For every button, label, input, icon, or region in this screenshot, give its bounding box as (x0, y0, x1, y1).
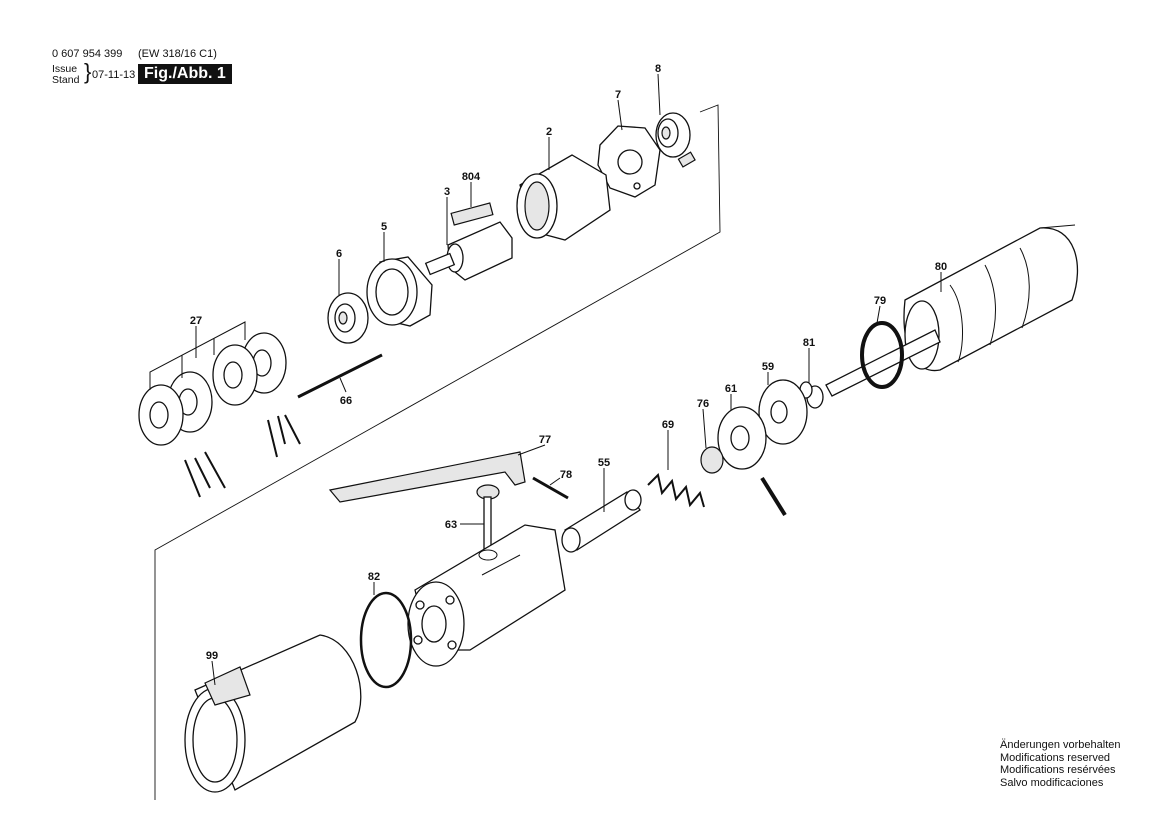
note-es: Salvo modificaciones (1000, 776, 1104, 789)
part-7-end-plate (597, 125, 661, 198)
part-61-disc (717, 406, 787, 517)
label-part-61: 61 (725, 383, 737, 395)
label-part-69: 69 (662, 419, 674, 431)
part-3-rotor (424, 221, 513, 281)
modification-notes: Änderungen vorbehalten Modifications res… (1000, 739, 1120, 789)
label-part-79: 79 (874, 295, 886, 307)
note-fr: Modifications resérvées (1000, 764, 1116, 776)
part-81-clamp (799, 381, 824, 409)
label-part-2: 2 (546, 126, 552, 138)
issue-date: 07-11-13 (92, 69, 136, 81)
note-en: Modifications reserved (1000, 751, 1111, 764)
document-number: 0 607 954 399 (52, 48, 123, 60)
part-99-outer-sleeve (184, 634, 362, 793)
label-part-804: 804 (462, 171, 481, 183)
part-76-valve (700, 446, 724, 474)
part-63-valve-stem (476, 484, 500, 553)
label-part-76: 76 (697, 398, 709, 410)
note-de: Änderungen vorbehalten (1000, 739, 1121, 751)
label-part-55: 55 (598, 457, 610, 469)
label-part-5: 5 (381, 221, 387, 233)
label-part-82: 82 (368, 571, 380, 583)
label-part-81: 81 (803, 337, 815, 349)
label-part-63: 63 (445, 519, 457, 531)
part-66-pin (297, 353, 383, 399)
stand-label: Stand (52, 74, 80, 86)
label-part-6: 6 (336, 248, 342, 260)
label-part-80: 80 (935, 261, 947, 273)
part-78-pin (532, 476, 569, 500)
label-part-3: 3 (444, 186, 450, 198)
part-2-cylinder (516, 154, 611, 241)
label-part-99: 99 (206, 650, 218, 662)
label-part-7: 7 (615, 89, 621, 101)
part-69-spring (647, 473, 705, 508)
motor-housing (407, 524, 566, 667)
model-number: (EW 318/16 C1) (138, 48, 217, 60)
assembly-frame (154, 104, 721, 800)
label-part-77: 77 (539, 434, 551, 446)
leader-lines (195, 73, 942, 686)
air-inlet-tube (825, 329, 941, 397)
part-59-washer (758, 379, 808, 445)
part-27-shims (138, 321, 301, 498)
label-part-66: 66 (340, 395, 352, 407)
part-804-vane (450, 202, 494, 226)
part-82-o-ring (359, 591, 413, 689)
label-part-27: 27 (190, 315, 202, 327)
part-77-lever (328, 451, 526, 503)
part-79-o-ring (860, 321, 904, 389)
part-55-sleeve (561, 489, 642, 553)
part-5-housing (366, 256, 433, 327)
figure-label: Fig./Abb. 1 (138, 64, 232, 84)
label-part-8: 8 (655, 63, 661, 75)
brace: } (84, 59, 92, 84)
part-8-bearing (655, 112, 696, 168)
issue-label: Issue (52, 63, 78, 75)
label-part-78: 78 (560, 469, 572, 481)
part-6-bearing (327, 292, 369, 344)
label-part-59: 59 (762, 361, 774, 373)
part-80-handle-grip (903, 224, 1079, 372)
